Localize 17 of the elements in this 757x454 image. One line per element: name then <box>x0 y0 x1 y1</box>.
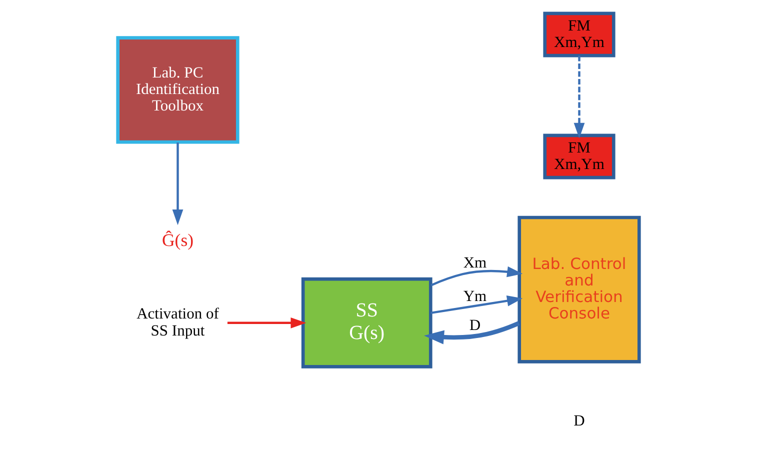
edge-label: Xm <box>463 254 487 272</box>
node-box: Lab. PC Identification Toolbox <box>116 36 240 144</box>
node-box: FM Xm,Ym <box>543 11 616 57</box>
node-box: Lab. Control and Verification Console <box>518 215 641 363</box>
arrow <box>227 316 306 328</box>
arrow <box>424 320 520 344</box>
arrow <box>430 266 523 286</box>
arrow <box>172 142 184 225</box>
arrow <box>574 55 585 138</box>
node-box: SS G(s) <box>301 276 432 368</box>
edge-label: D <box>469 316 481 334</box>
node-text: Ĝ(s) <box>162 230 194 250</box>
node-box: FM Xm,Ym <box>543 133 616 179</box>
node-text: Activation of SS Input <box>136 305 219 339</box>
edge-label: Ym <box>463 287 487 304</box>
arrow <box>430 294 523 314</box>
label: D <box>574 412 585 430</box>
